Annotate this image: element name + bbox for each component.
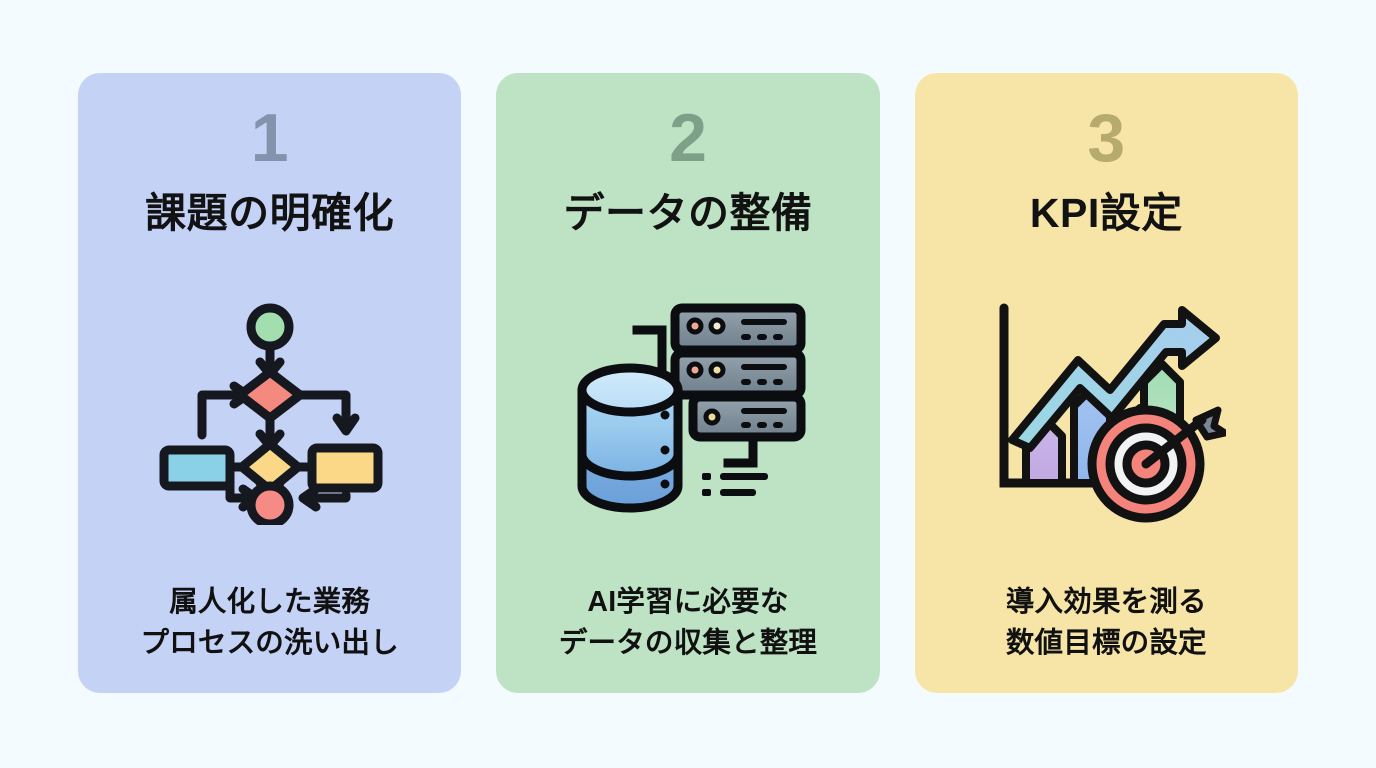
step-number-3: 3 (1087, 100, 1126, 176)
step-description-1: 属人化した業務 プロセスの洗い出し (140, 586, 399, 659)
step-number-1: 1 (250, 100, 289, 176)
step-card-list: 1 課題の明確化 (78, 73, 1298, 693)
step-description-2: AI学習に必要な データの収集と整理 (558, 586, 818, 659)
step-number-2: 2 (669, 100, 707, 176)
database-server-icon (496, 237, 879, 582)
step-title-1: 課題の明確化 (145, 190, 395, 236)
growth-chart-target-icon (915, 237, 1298, 582)
step-description-3: 導入効果を測る 数値目標の設定 (1005, 586, 1207, 659)
flowchart-icon (78, 237, 461, 582)
step-title-3: KPI設定 (1029, 190, 1183, 236)
step-card-3[interactable]: 3 KPI設定 (914, 73, 1298, 693)
step-title-2: データの整備 (563, 190, 813, 236)
step-card-2[interactable]: 2 データの整備 (496, 73, 880, 693)
step-card-1[interactable]: 1 課題の明確化 (78, 73, 462, 693)
